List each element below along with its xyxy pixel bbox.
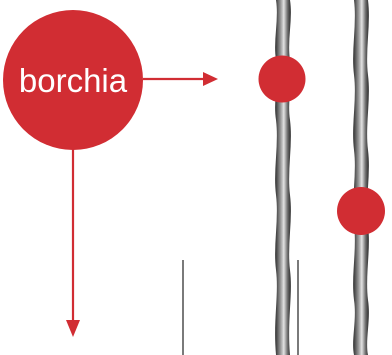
main-circle-label: borchia bbox=[19, 62, 128, 99]
main-circle: borchia bbox=[3, 10, 143, 150]
arrow-down bbox=[66, 148, 80, 337]
bead-upper bbox=[258, 55, 306, 103]
bead-lower bbox=[337, 187, 385, 235]
rod-right bbox=[353, 0, 369, 355]
arrow-right bbox=[143, 72, 218, 86]
rod-left bbox=[275, 0, 291, 355]
